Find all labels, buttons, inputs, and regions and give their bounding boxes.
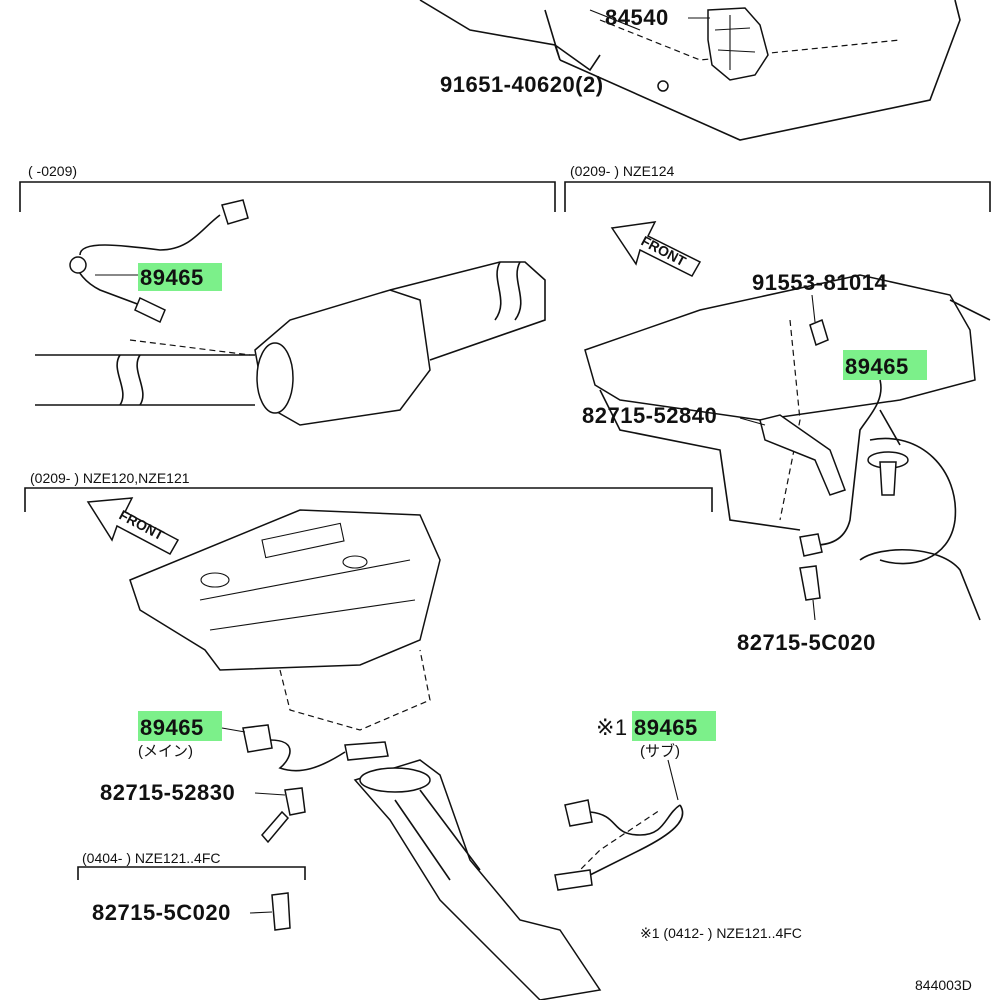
part-label-91553: 91553-81014 [752, 270, 887, 295]
leader-89465-main [221, 727, 246, 733]
diagram-code: 844003D [915, 977, 972, 993]
o2-sensor-sub-illustration [554, 799, 684, 891]
clip-82715-52830-illustration [261, 787, 306, 844]
bracket-label-sub-bottom: (0404- ) NZE121..4FC [82, 850, 221, 866]
highlight-89465-main [138, 711, 222, 741]
bracket-label-right-top: (0209- ) NZE124 [570, 163, 674, 179]
bracket-right-top [564, 181, 991, 212]
part-label-82715-5c020-bottom: 82715-5C020 [92, 900, 231, 925]
leader-82715-52830 [254, 792, 286, 796]
bracket-left-top [19, 181, 556, 212]
o2-sensor-main-illustration [242, 724, 389, 772]
sub-sensor-prefix: ※1 [596, 715, 628, 740]
catalytic-converter-left [254, 261, 546, 426]
highlight-89465-sub [632, 711, 716, 741]
exhaust-downpipe-bottom [353, 759, 661, 1000]
part-label-89465-right: 89465 [845, 354, 909, 379]
part-label-82715-52840: 82715-52840 [582, 403, 717, 428]
part-label-89465-sub: 89465 [634, 715, 698, 740]
leader-82715-5c020-right [812, 599, 816, 621]
bracket-82715-52840-illustration [759, 414, 846, 496]
engine-block-bottom [129, 509, 441, 731]
part-label-89465-left: 89465 [140, 265, 204, 290]
front-arrow-bottom [86, 497, 180, 556]
leader-82715-52840 [739, 417, 766, 426]
top-engine-outline [419, 0, 961, 141]
exhaust-pipe-left [35, 339, 255, 406]
o2-sensor-right-illustration [799, 379, 909, 557]
bracket-label-left-top: ( -0209) [28, 163, 77, 179]
bolt-91651-icon [657, 80, 669, 92]
connector-82715-5c020-bottom [271, 892, 291, 931]
leader-82715-5c020-bottom [249, 911, 273, 914]
footnote: ※1 (0412- ) NZE121..4FC [640, 925, 802, 941]
sensor-84540-illustration [707, 7, 769, 81]
engine-block-right [584, 274, 991, 621]
highlight-89465-right [843, 350, 927, 380]
part-label-84540: 84540 [605, 5, 669, 30]
part-label-82715-5c020-right: 82715-5C020 [737, 630, 876, 655]
leader-89465-sub [667, 759, 679, 801]
o2-sensor-left-illustration [69, 199, 249, 324]
part-label-91651: 91651-40620(2) [440, 72, 604, 97]
note-sub: (サブ) [640, 742, 680, 760]
part-label-89465-main: 89465 [140, 715, 204, 740]
bracket-sub-bottom [77, 866, 306, 880]
connector-82715-5c020-right [799, 565, 821, 601]
front-arrow-right-top [610, 221, 702, 277]
highlight-89465-left [138, 263, 222, 291]
leader-91553 [811, 294, 816, 323]
part-label-82715-52830: 82715-52830 [100, 780, 235, 805]
bracket-label-bottom: (0209- ) NZE120,NZE121 [30, 470, 190, 486]
note-main: (メイン) [138, 743, 193, 760]
bolt-91553 [809, 318, 829, 347]
bracket-bottom [24, 487, 713, 512]
